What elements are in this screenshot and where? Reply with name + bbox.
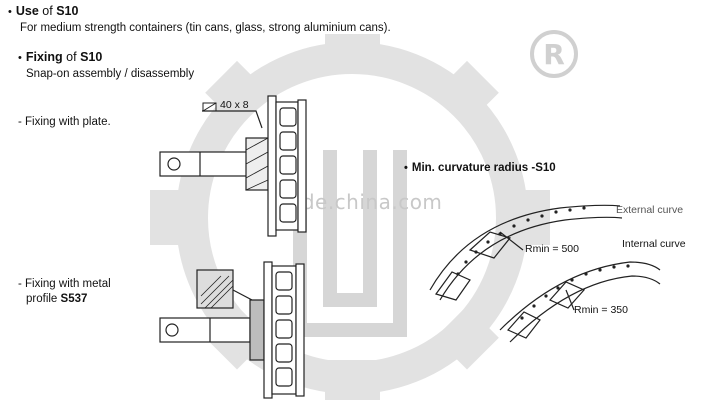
- use-description: For medium strength containers (tin cans…: [20, 22, 391, 34]
- rmin-internal-label: Rmin = 350: [574, 304, 628, 316]
- fixing-profile-label-line1: - Fixing with metal: [18, 278, 111, 290]
- external-chain-outer: [429, 204, 621, 291]
- curvature-heading: •Min. curvature radius -S10: [404, 162, 556, 174]
- flat-bar-icon: [202, 102, 217, 112]
- registered-mark-icon: R: [530, 30, 578, 78]
- external-curve-label: External curve: [616, 204, 684, 216]
- profile-shaft-hole: [165, 323, 179, 337]
- external-chain-inner: [439, 216, 623, 301]
- fixing-heading: •Fixing of S10: [18, 50, 103, 64]
- plate-shaft-hole: [167, 157, 181, 171]
- use-heading: •Use of S10: [8, 4, 79, 18]
- fixing-profile-label-line2: profile S537: [26, 293, 88, 305]
- internal-curve-label: Internal curve: [622, 238, 686, 250]
- fixing-description: Snap-on assembly / disassembly: [26, 68, 195, 80]
- rmin-external-label: Rmin = 500: [525, 243, 579, 255]
- internal-chain-outer: [499, 261, 661, 331]
- svg-text:R: R: [543, 38, 565, 71]
- fixing-plate-label: - Fixing with plate.: [18, 116, 111, 128]
- internal-chain-inner: [509, 275, 661, 343]
- plate-dimension-label: 40 x 8: [220, 99, 249, 111]
